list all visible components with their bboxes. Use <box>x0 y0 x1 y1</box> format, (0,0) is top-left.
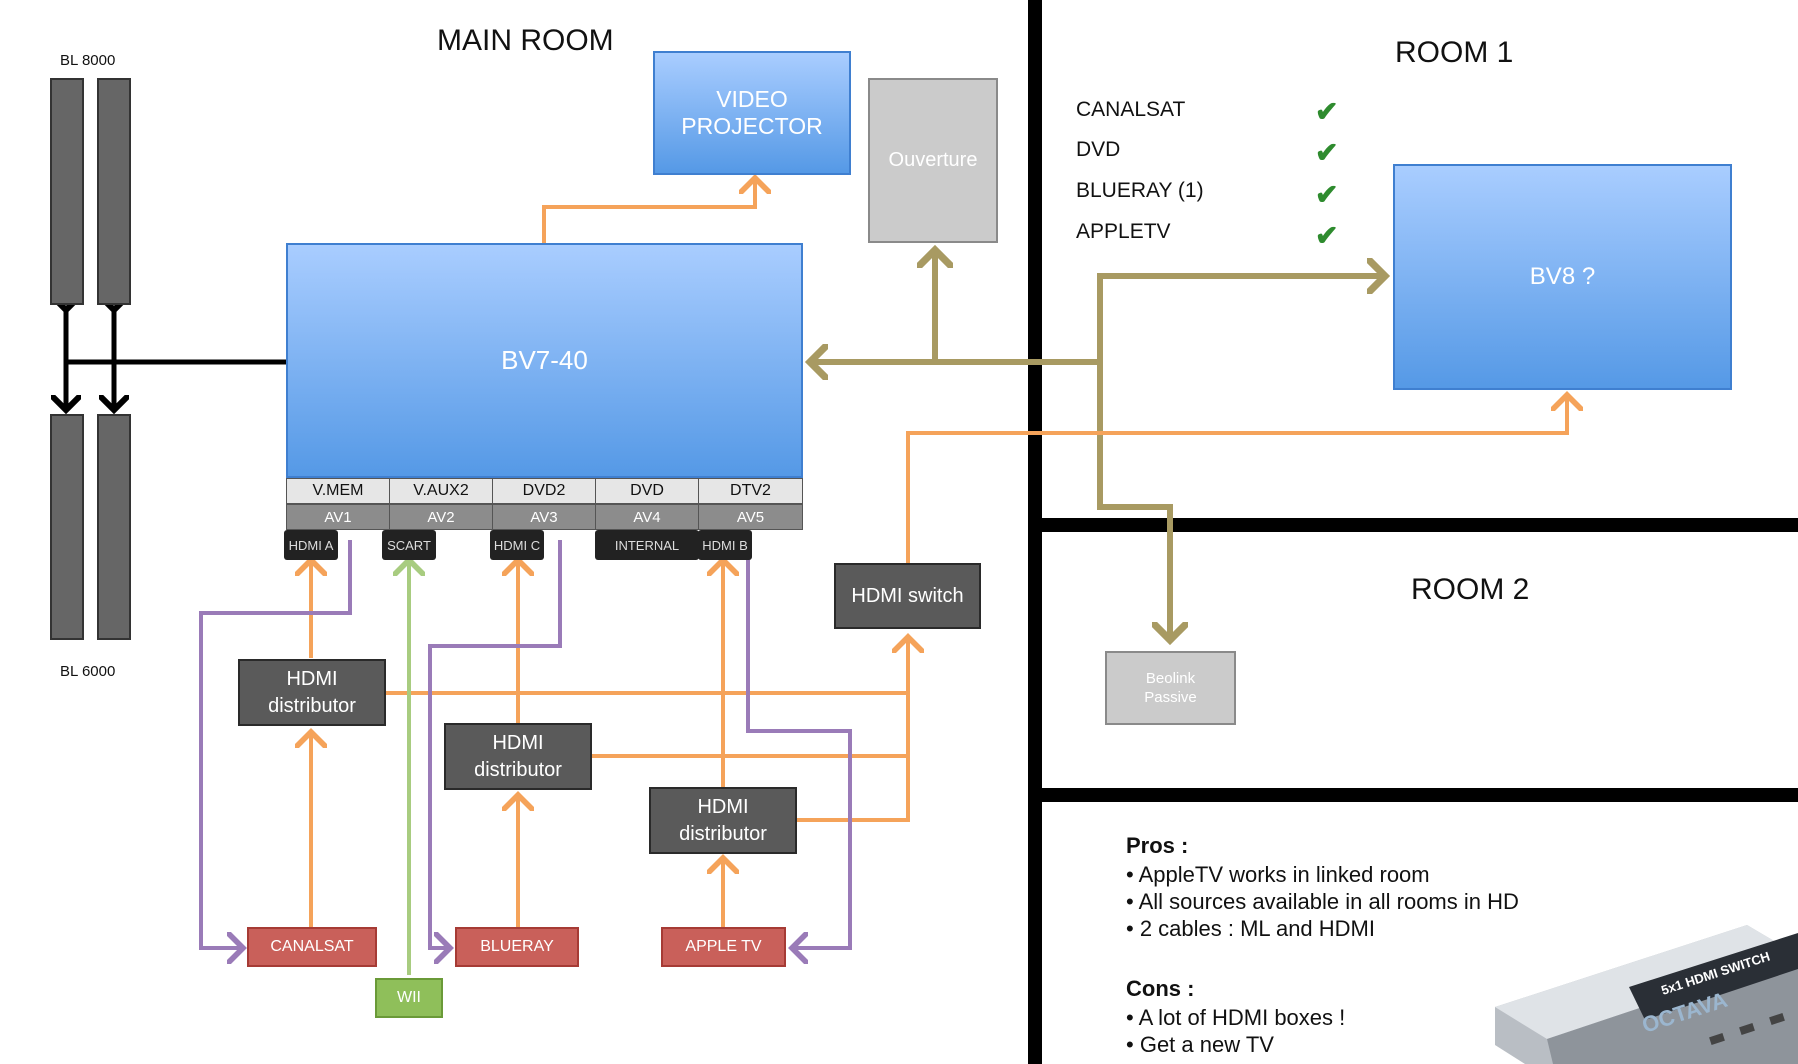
input-label-dvd: DVD <box>595 478 699 504</box>
ouverture-box: Ouverture <box>868 78 998 243</box>
input-av5: AV5 <box>698 504 803 530</box>
source-blueray: BLUERAY <box>455 927 579 967</box>
main-room-title: MAIN ROOM <box>437 24 614 57</box>
speaker-label-bl8000: BL 8000 <box>60 52 116 69</box>
source-canalsat: CANALSAT <box>247 927 377 967</box>
check-icon: ✔ <box>1315 96 1339 127</box>
room2-title: ROOM 2 <box>1411 573 1530 606</box>
hdmi-distributor-3: HDMI distributor <box>649 787 797 854</box>
hdmi-distributor-1: HDMI distributor <box>238 659 386 726</box>
hdmi-distributor-2: HDMI distributor <box>444 723 592 790</box>
check-icon: ✔ <box>1315 220 1339 251</box>
pros-item: All sources available in all rooms in HD <box>1126 888 1519 915</box>
source-apple-tv: APPLE TV <box>661 927 786 967</box>
purple-cables <box>199 540 852 948</box>
pros-title: Pros : <box>1126 833 1189 858</box>
hdmi-switch-box: HDMI switch <box>834 563 981 629</box>
input-av1: AV1 <box>286 504 390 530</box>
room1-title: ROOM 1 <box>1395 36 1514 69</box>
plug-scart: SCART <box>382 530 436 560</box>
speaker-bl8000-right <box>97 78 131 305</box>
main-tv-bv7-40: BV7-40 <box>286 243 803 478</box>
room1-source-appletv: APPLETV <box>1076 220 1171 243</box>
room1-source-canalsat: CANALSAT <box>1076 98 1186 121</box>
speaker-label-bl6000: BL 6000 <box>60 663 116 680</box>
input-av3: AV3 <box>492 504 596 530</box>
cons-item: A lot of HDMI boxes ! <box>1126 1004 1346 1031</box>
speaker-links <box>66 310 286 410</box>
room-walls <box>1028 0 1798 1064</box>
input-label-dvd2: DVD2 <box>492 478 596 504</box>
hdmi-switch-product-photo: OCTAVA 5x1 HDMI SWITCH <box>1495 925 1798 1064</box>
room1-tv-bv8: BV8 ? <box>1393 164 1732 390</box>
plug-hdmi-a: HDMI A <box>284 530 338 560</box>
pros-item: 2 cables : ML and HDMI <box>1126 915 1519 942</box>
room1-source-dvd: DVD <box>1076 138 1121 161</box>
input-av2: AV2 <box>389 504 493 530</box>
plug-hdmi-c: HDMI C <box>490 530 544 560</box>
room1-source-blueray: BLUERAY (1) <box>1076 179 1204 202</box>
cons-section: Cons : A lot of HDMI boxes ! Get a new T… <box>1126 976 1345 1058</box>
video-projector: VIDEO PROJECTOR <box>653 51 851 175</box>
speaker-bl6000-left <box>50 414 84 640</box>
pros-item: AppleTV works in linked room <box>1126 861 1519 888</box>
speaker-bl8000-left <box>50 78 84 305</box>
hdmi-cables <box>311 178 1567 942</box>
plug-internal: INTERNAL <box>595 530 699 560</box>
beolink-passive-box: Beolink Passive <box>1105 651 1236 725</box>
pros-section: Pros : AppleTV works in linked room All … <box>1126 833 1519 942</box>
cons-item: Get a new TV <box>1126 1031 1345 1058</box>
plug-hdmi-b: HDMI B <box>698 530 752 560</box>
check-icon: ✔ <box>1315 179 1339 210</box>
cons-title: Cons : <box>1126 976 1195 1001</box>
check-icon: ✔ <box>1315 137 1339 168</box>
input-av4: AV4 <box>595 504 699 530</box>
speaker-bl6000-right <box>97 414 131 640</box>
input-label-vaux2: V.AUX2 <box>389 478 493 504</box>
input-label-dtv2: DTV2 <box>698 478 803 504</box>
input-label-vmem: V.MEM <box>286 478 390 504</box>
source-wii: WII <box>375 978 443 1018</box>
